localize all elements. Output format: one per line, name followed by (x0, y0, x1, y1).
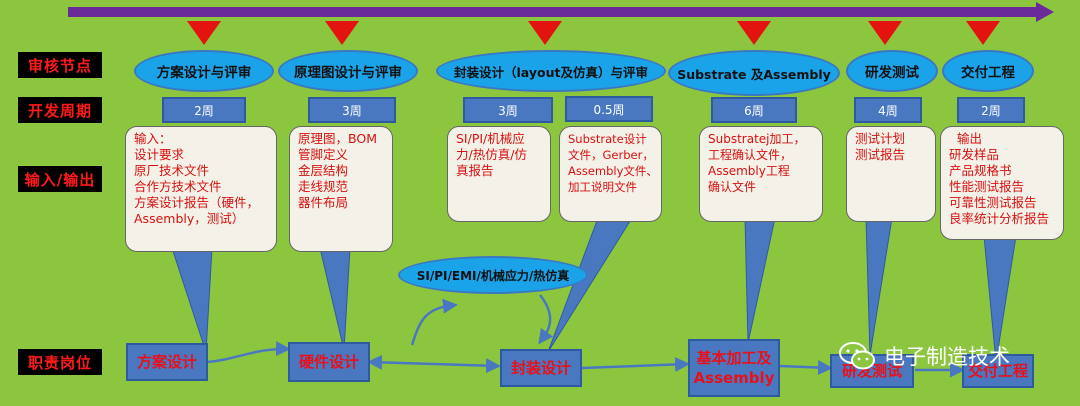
duration-box: 3周 (308, 97, 396, 123)
stage-substrate-assembly: Substrate 及Assembly (668, 50, 840, 96)
row-label-io: 输入/输出 (18, 166, 102, 192)
role-scheme-design: 方案设计 (126, 343, 208, 381)
io-note: Substratej加工， 工程确认文件， Assembly工程 确认文件 (699, 126, 823, 222)
stage-delivery: 交付工程 (942, 50, 1034, 92)
flow-arrows (206, 294, 965, 378)
stage-schematic-design: 原理图设计与评审 (278, 50, 418, 92)
review-marker (966, 21, 1000, 45)
review-marker (868, 21, 902, 45)
role-delivery: 交付工程 (962, 354, 1034, 388)
stage-scheme-design: 方案设计与评审 (134, 50, 274, 92)
duration-box: 6周 (711, 97, 797, 123)
review-marker (325, 21, 359, 45)
duration-box: 2周 (957, 97, 1025, 123)
duration-box: 4周 (854, 97, 922, 123)
timeline-arrow (68, 2, 1054, 22)
review-marker (737, 21, 771, 45)
row-label-roles: 职责岗位 (18, 349, 102, 375)
review-marker (187, 21, 221, 45)
watermark: 电子制造技术 (838, 338, 1010, 374)
io-note: Substrate设计 文件，Gerber， Assembly文件、 加工说明文… (559, 126, 662, 222)
watermark-text: 电子制造技术 (884, 345, 1010, 369)
io-note: SI/PI/机械应 力/热仿真/仿 真报告 (447, 126, 551, 222)
io-note: 输入： 设计要求 原厂技术文件 合作方技术文件 方案设计报告（硬件， Assem… (125, 126, 277, 252)
io-note: 输出 研发样品 产品规格书 性能测试报告 可靠性测试报告 良率统计分析报告 (940, 126, 1064, 240)
role-processing-assembly: 基本加工及 Assembly (688, 339, 780, 397)
io-note: 原理图，BOM 管脚定义 金层结构 走线规范 器件布局 (289, 126, 393, 252)
stage-rd-test: 研发测试 (846, 50, 938, 92)
duration-box: 2周 (162, 97, 246, 123)
io-note: 测试计划 测试报告 (846, 126, 936, 222)
row-label-review: 审核节点 (18, 52, 102, 78)
stage-package-design: 封装设计（layout及仿真）与评审 (436, 50, 666, 92)
duration-box: 3周 (463, 97, 553, 123)
review-marker (528, 21, 562, 45)
simulation-bubble: SI/PI/EMI/机械应力/热仿真 (398, 256, 588, 294)
callout-tails (171, 217, 1017, 363)
duration-box: 0.5周 (565, 96, 653, 122)
role-hardware-design: 硬件设计 (288, 342, 370, 382)
wechat-icon (839, 342, 875, 370)
role-package-design: 封装设计 (500, 349, 582, 387)
row-label-cycle: 开发周期 (18, 97, 102, 123)
